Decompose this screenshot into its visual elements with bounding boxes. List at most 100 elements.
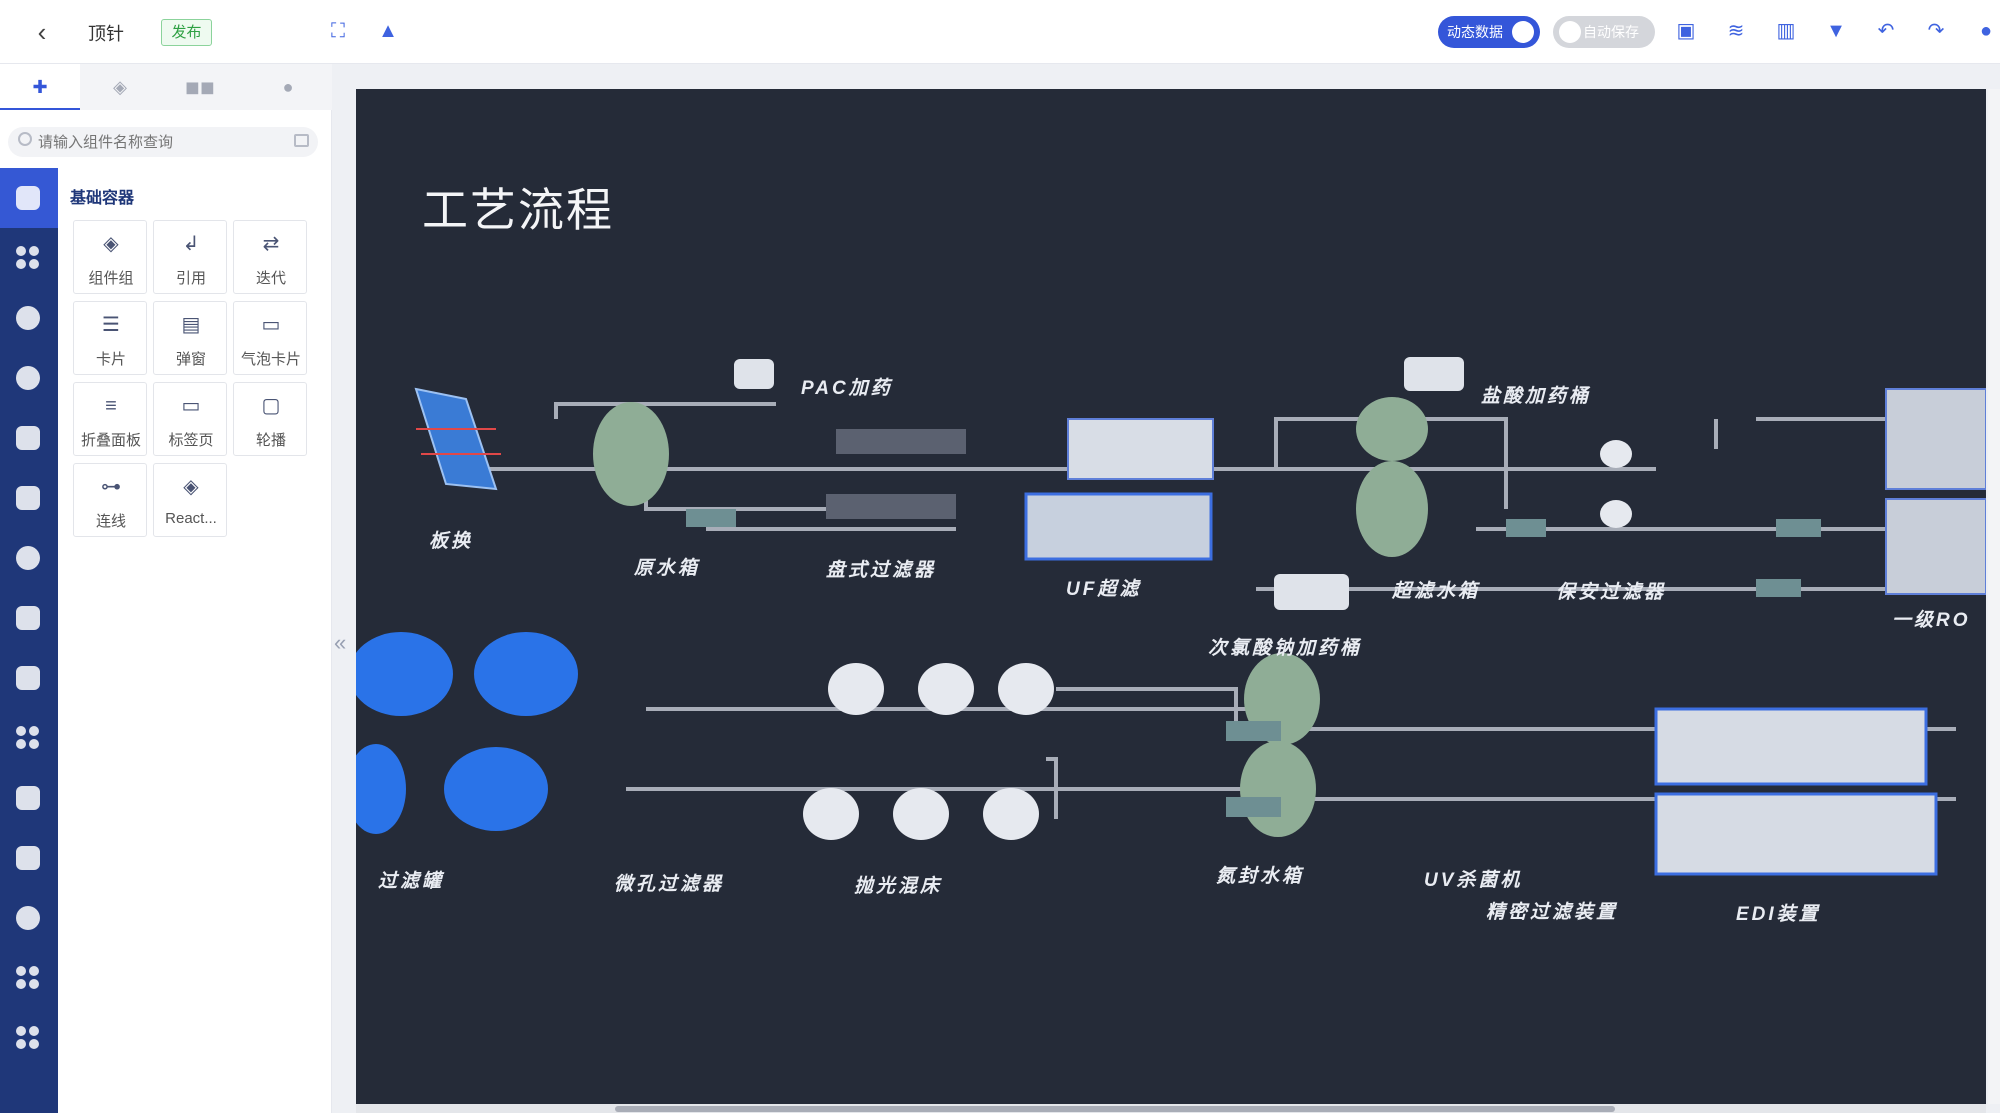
toggle-knob — [1512, 21, 1534, 43]
clipboard-icon — [16, 426, 40, 450]
back-chevron-icon[interactable]: ‹ — [37, 17, 47, 47]
map-pin-icon — [16, 546, 40, 570]
redo-icon[interactable]: ↷ — [1927, 20, 1945, 42]
cube-icon — [16, 666, 40, 690]
search-icon — [18, 132, 32, 146]
rail-item-container[interactable] — [0, 168, 58, 228]
rail-item-charts[interactable] — [0, 288, 58, 348]
card-icon: ☰ — [102, 314, 120, 336]
label-filter-tank: 过滤罐 — [378, 871, 445, 892]
top-bar: ‹ 顶针 发布 ⛶ ▲ 动态数据 自动保存 ▣ ≋ ▥ ▼ ↶ ↷ ● — [0, 0, 2000, 64]
tile-label: 标签页 — [168, 432, 214, 449]
component-group-tile[interactable]: ◈组件组 — [73, 220, 147, 294]
rail-item-widgets-4[interactable] — [0, 1008, 58, 1068]
component-collapse-tile[interactable]: ≡折叠面板 — [73, 382, 147, 456]
tab-groups[interactable]: ◼◼ — [185, 77, 215, 97]
rail-item-3d[interactable] — [0, 648, 58, 708]
image-search-icon[interactable] — [294, 134, 309, 147]
widgets-icon — [16, 1026, 40, 1050]
label-uf-tank: 超滤水箱 — [1392, 581, 1481, 602]
tab-components[interactable]: ✚ — [0, 64, 80, 110]
label-uf: UF超滤 — [1066, 579, 1142, 600]
loop-arrows-icon: ⇄ — [262, 233, 280, 255]
component-connector-tile[interactable]: ⊶连线 — [73, 463, 147, 537]
process-flow-scene — [356, 357, 1986, 876]
carousel-icon: ▢ — [261, 395, 281, 417]
auto-save-toggle[interactable]: 自动保存 — [1553, 16, 1655, 48]
rail-item-widgets[interactable] — [0, 228, 58, 288]
tile-label: React... — [165, 510, 217, 527]
rail-item-pie[interactable] — [0, 348, 58, 408]
component-modal-tile[interactable]: ▤ 弹窗 — [153, 301, 227, 375]
plate-exchanger-unit — [414, 387, 501, 491]
design-canvas[interactable]: 工艺流程 板换 原水箱 PAC加药 盘式过滤器 UF超滤 盐酸加药桶 超滤水箱 … — [356, 89, 1986, 1104]
vertical-scrollbar[interactable] — [1988, 89, 2000, 1104]
fit-screen-icon[interactable]: ⛶ — [331, 20, 345, 42]
brush-icon[interactable]: ▲ — [378, 20, 398, 42]
publish-button[interactable]: 发布 — [161, 19, 212, 46]
rail-item-table[interactable] — [0, 828, 58, 888]
bubble-icon: ▭ — [261, 314, 281, 336]
label-n2-tank: 氮封水箱 — [1216, 866, 1305, 887]
form-icon — [16, 786, 40, 810]
label-disc-filter: 盘式过滤器 — [826, 560, 937, 581]
component-react-tile[interactable]: ◈ React... — [153, 463, 227, 537]
tab-user[interactable]: ● — [282, 77, 294, 97]
component-carousel-tile[interactable]: ▢ 轮播 — [233, 382, 307, 456]
rail-item-clipboard[interactable] — [0, 408, 58, 468]
return-arrow-icon: ↲ — [182, 233, 200, 255]
toggle-knob — [1559, 21, 1581, 43]
collapse-panel-icon[interactable]: « — [334, 630, 347, 655]
label-hcl-tank: 盐酸加药桶 — [1481, 386, 1592, 407]
widgets-icon — [16, 246, 40, 270]
folder-tab-icon: ▭ — [181, 395, 201, 417]
layers-icon: ◈ — [103, 233, 119, 255]
tile-label: 连线 — [95, 513, 126, 530]
category-rail — [0, 168, 58, 1113]
label-pac: PAC加药 — [801, 378, 893, 399]
component-iterate-tile[interactable]: ⇄迭代 — [233, 220, 307, 294]
chart-edit-icon[interactable]: ▣ — [1676, 20, 1696, 42]
label-raw-tank: 原水箱 — [634, 558, 701, 579]
rail-item-media[interactable] — [0, 468, 58, 528]
bar-chart-icon[interactable]: ▥ — [1776, 20, 1796, 42]
page-title: 顶针 — [88, 24, 124, 44]
horizontal-scroll-thumb[interactable] — [615, 1106, 1615, 1112]
window-icon: ▤ — [181, 314, 201, 336]
rail-item-widgets-2[interactable] — [0, 708, 58, 768]
label-polish-bed: 抛光混床 — [854, 876, 943, 897]
preview-icon[interactable]: ● — [1979, 20, 1993, 42]
rail-item-video[interactable] — [0, 588, 58, 648]
label-ro1: 一级RO — [1892, 610, 1971, 631]
undo-icon[interactable]: ↶ — [1877, 20, 1895, 42]
widgets-icon — [16, 966, 40, 990]
tile-label: 弹窗 — [175, 351, 206, 368]
rail-item-more[interactable] — [0, 888, 58, 948]
rail-item-map[interactable] — [0, 528, 58, 588]
container-icon — [16, 186, 40, 210]
rail-item-form[interactable] — [0, 768, 58, 828]
section-title: 基础容器 — [70, 190, 135, 207]
database-icon[interactable]: ≋ — [1727, 20, 1745, 42]
label-naclo-tank: 次氯酸钠加药桶 — [1208, 638, 1363, 659]
rail-item-widgets-3[interactable] — [0, 948, 58, 1008]
dynamic-data-toggle[interactable]: 动态数据 — [1438, 16, 1540, 48]
shirt-icon[interactable]: ▼ — [1826, 20, 1846, 42]
tile-label: 轮播 — [255, 432, 286, 449]
label-precision-filter: 精密过滤装置 — [1486, 902, 1619, 923]
tile-label: 卡片 — [95, 351, 126, 368]
tile-label: 气泡卡片 — [240, 351, 301, 368]
table-icon — [16, 846, 40, 870]
canvas-title: 工艺流程 — [422, 184, 614, 236]
label-micro-filter: 微孔过滤器 — [614, 874, 725, 895]
component-card-tile[interactable]: ☰ 卡片 — [73, 301, 147, 375]
tile-label: 引用 — [175, 270, 206, 287]
component-bubble-card-tile[interactable]: ▭ 气泡卡片 — [233, 301, 307, 375]
layers-icon: ◈ — [183, 476, 199, 498]
tab-layers[interactable]: ◈ — [113, 77, 127, 97]
more-dots-icon — [16, 906, 40, 930]
component-tabs-tile[interactable]: ▭ 标签页 — [153, 382, 227, 456]
tile-label: 折叠面板 — [80, 432, 141, 449]
component-reference-tile[interactable]: ↲ 引用 — [153, 220, 227, 294]
component-search-input[interactable] — [8, 127, 318, 157]
